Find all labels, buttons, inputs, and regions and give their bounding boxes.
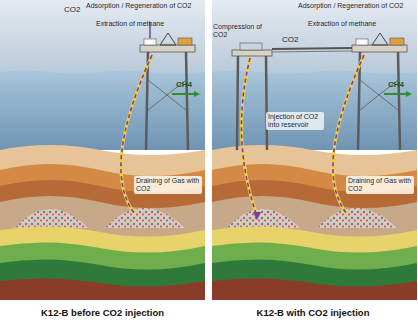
process-label: Draining of Gas with CO2: [346, 176, 414, 194]
gas-label: CO2: [282, 35, 298, 44]
gas-label: CH4: [388, 80, 404, 89]
process-label: Extraction of methane: [96, 20, 196, 28]
gas-label: CH4: [176, 80, 192, 89]
process-label: Draining of Gas with CO2: [134, 176, 202, 194]
panel-caption: K12-B with CO2 injection: [210, 308, 416, 319]
gas-label: CO2: [64, 5, 80, 14]
process-label: Adsorption / Regeneration of CO2: [86, 2, 196, 10]
process-label: Injection of CO2 into reservoir: [266, 112, 324, 130]
process-label: Compression of CO2: [213, 23, 273, 39]
process-label: Adsorption / Regeneration of CO2: [298, 2, 410, 10]
panel-caption: K12-B before CO2 injection: [0, 308, 205, 319]
process-label: Extraction of methane: [308, 20, 408, 28]
